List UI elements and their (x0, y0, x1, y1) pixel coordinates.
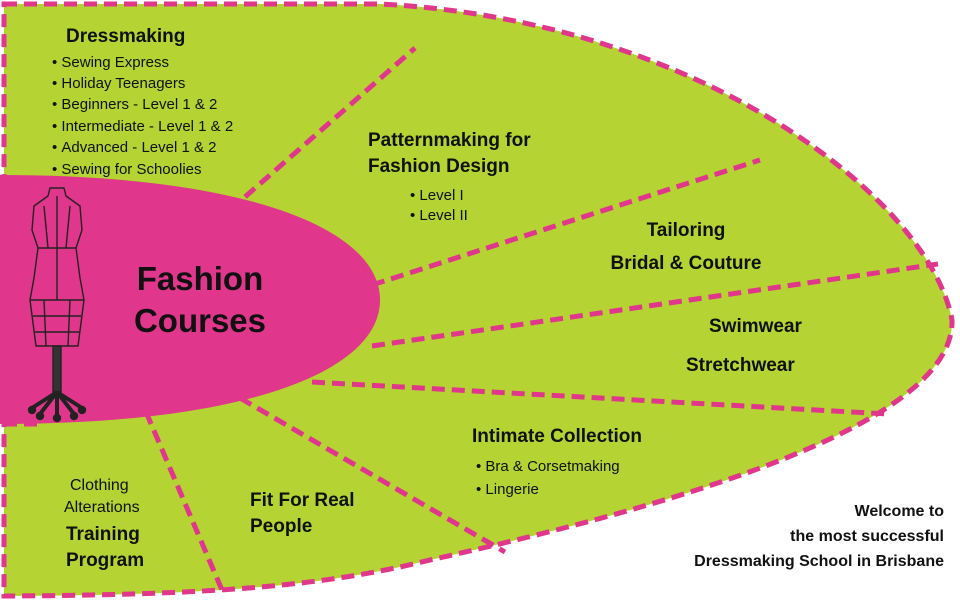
intimate-collection-title: Intimate Collection (472, 426, 642, 447)
patternmaking-item: Level II (410, 207, 467, 225)
divider-tailoring (371, 261, 939, 349)
divider-swimwear (311, 379, 889, 417)
intimate-item: Bra & Corsetmaking (476, 458, 619, 476)
divider-patternmaking (371, 157, 761, 288)
dress-form-icon (27, 187, 87, 423)
center-title-line2: Courses (133, 302, 267, 339)
divider-dressmaking (228, 46, 417, 212)
intimate-item: Lingerie (476, 481, 538, 499)
center-ellipse (0, 175, 380, 424)
patternmaking-title-line1: Patternmaking for (368, 130, 531, 151)
patternmaking-title-line2: Fashion Design (368, 156, 510, 177)
training-subtitle-line1-text: Clothing (70, 477, 129, 494)
training-title-line2: Program (66, 550, 145, 571)
dressmaking-item: Advanced - Level 1 & 2 (52, 139, 216, 157)
stretchwear-label: Stretchwear (686, 355, 795, 376)
dressmaking-item: Sewing Express (52, 54, 169, 72)
dressmaking-title: Dressmaking (66, 26, 186, 47)
welcome-line1: Welcome to (854, 503, 945, 520)
dressmaking-item: Intermediate - Level 1 & 2 (52, 118, 233, 136)
dressmaking-item: Beginners - Level 1 & 2 (52, 96, 217, 114)
training-subtitle-line2: Alterations (64, 499, 140, 516)
welcome-line2: the most successful (790, 528, 944, 545)
welcome-line3: Dressmaking School in Brisbane (694, 553, 944, 570)
divider-fit (143, 411, 225, 591)
dressmaking-item: Sewing for Schoolies (52, 161, 201, 179)
fit-label-line2: People (250, 516, 313, 537)
bridal-couture-label: Bridal & Couture (610, 253, 762, 274)
fit-label-line1: Fit For Real (250, 490, 355, 511)
divider-intimate (238, 395, 507, 555)
center-title-line1: Fashion (136, 260, 264, 297)
dressmaking-item: Holiday Teenagers (52, 75, 185, 93)
patternmaking-item: Level I (410, 187, 463, 205)
swimwear-label: Swimwear (709, 316, 802, 337)
tailoring-label: Tailoring (646, 220, 726, 241)
training-title-line1: Training (66, 524, 140, 545)
